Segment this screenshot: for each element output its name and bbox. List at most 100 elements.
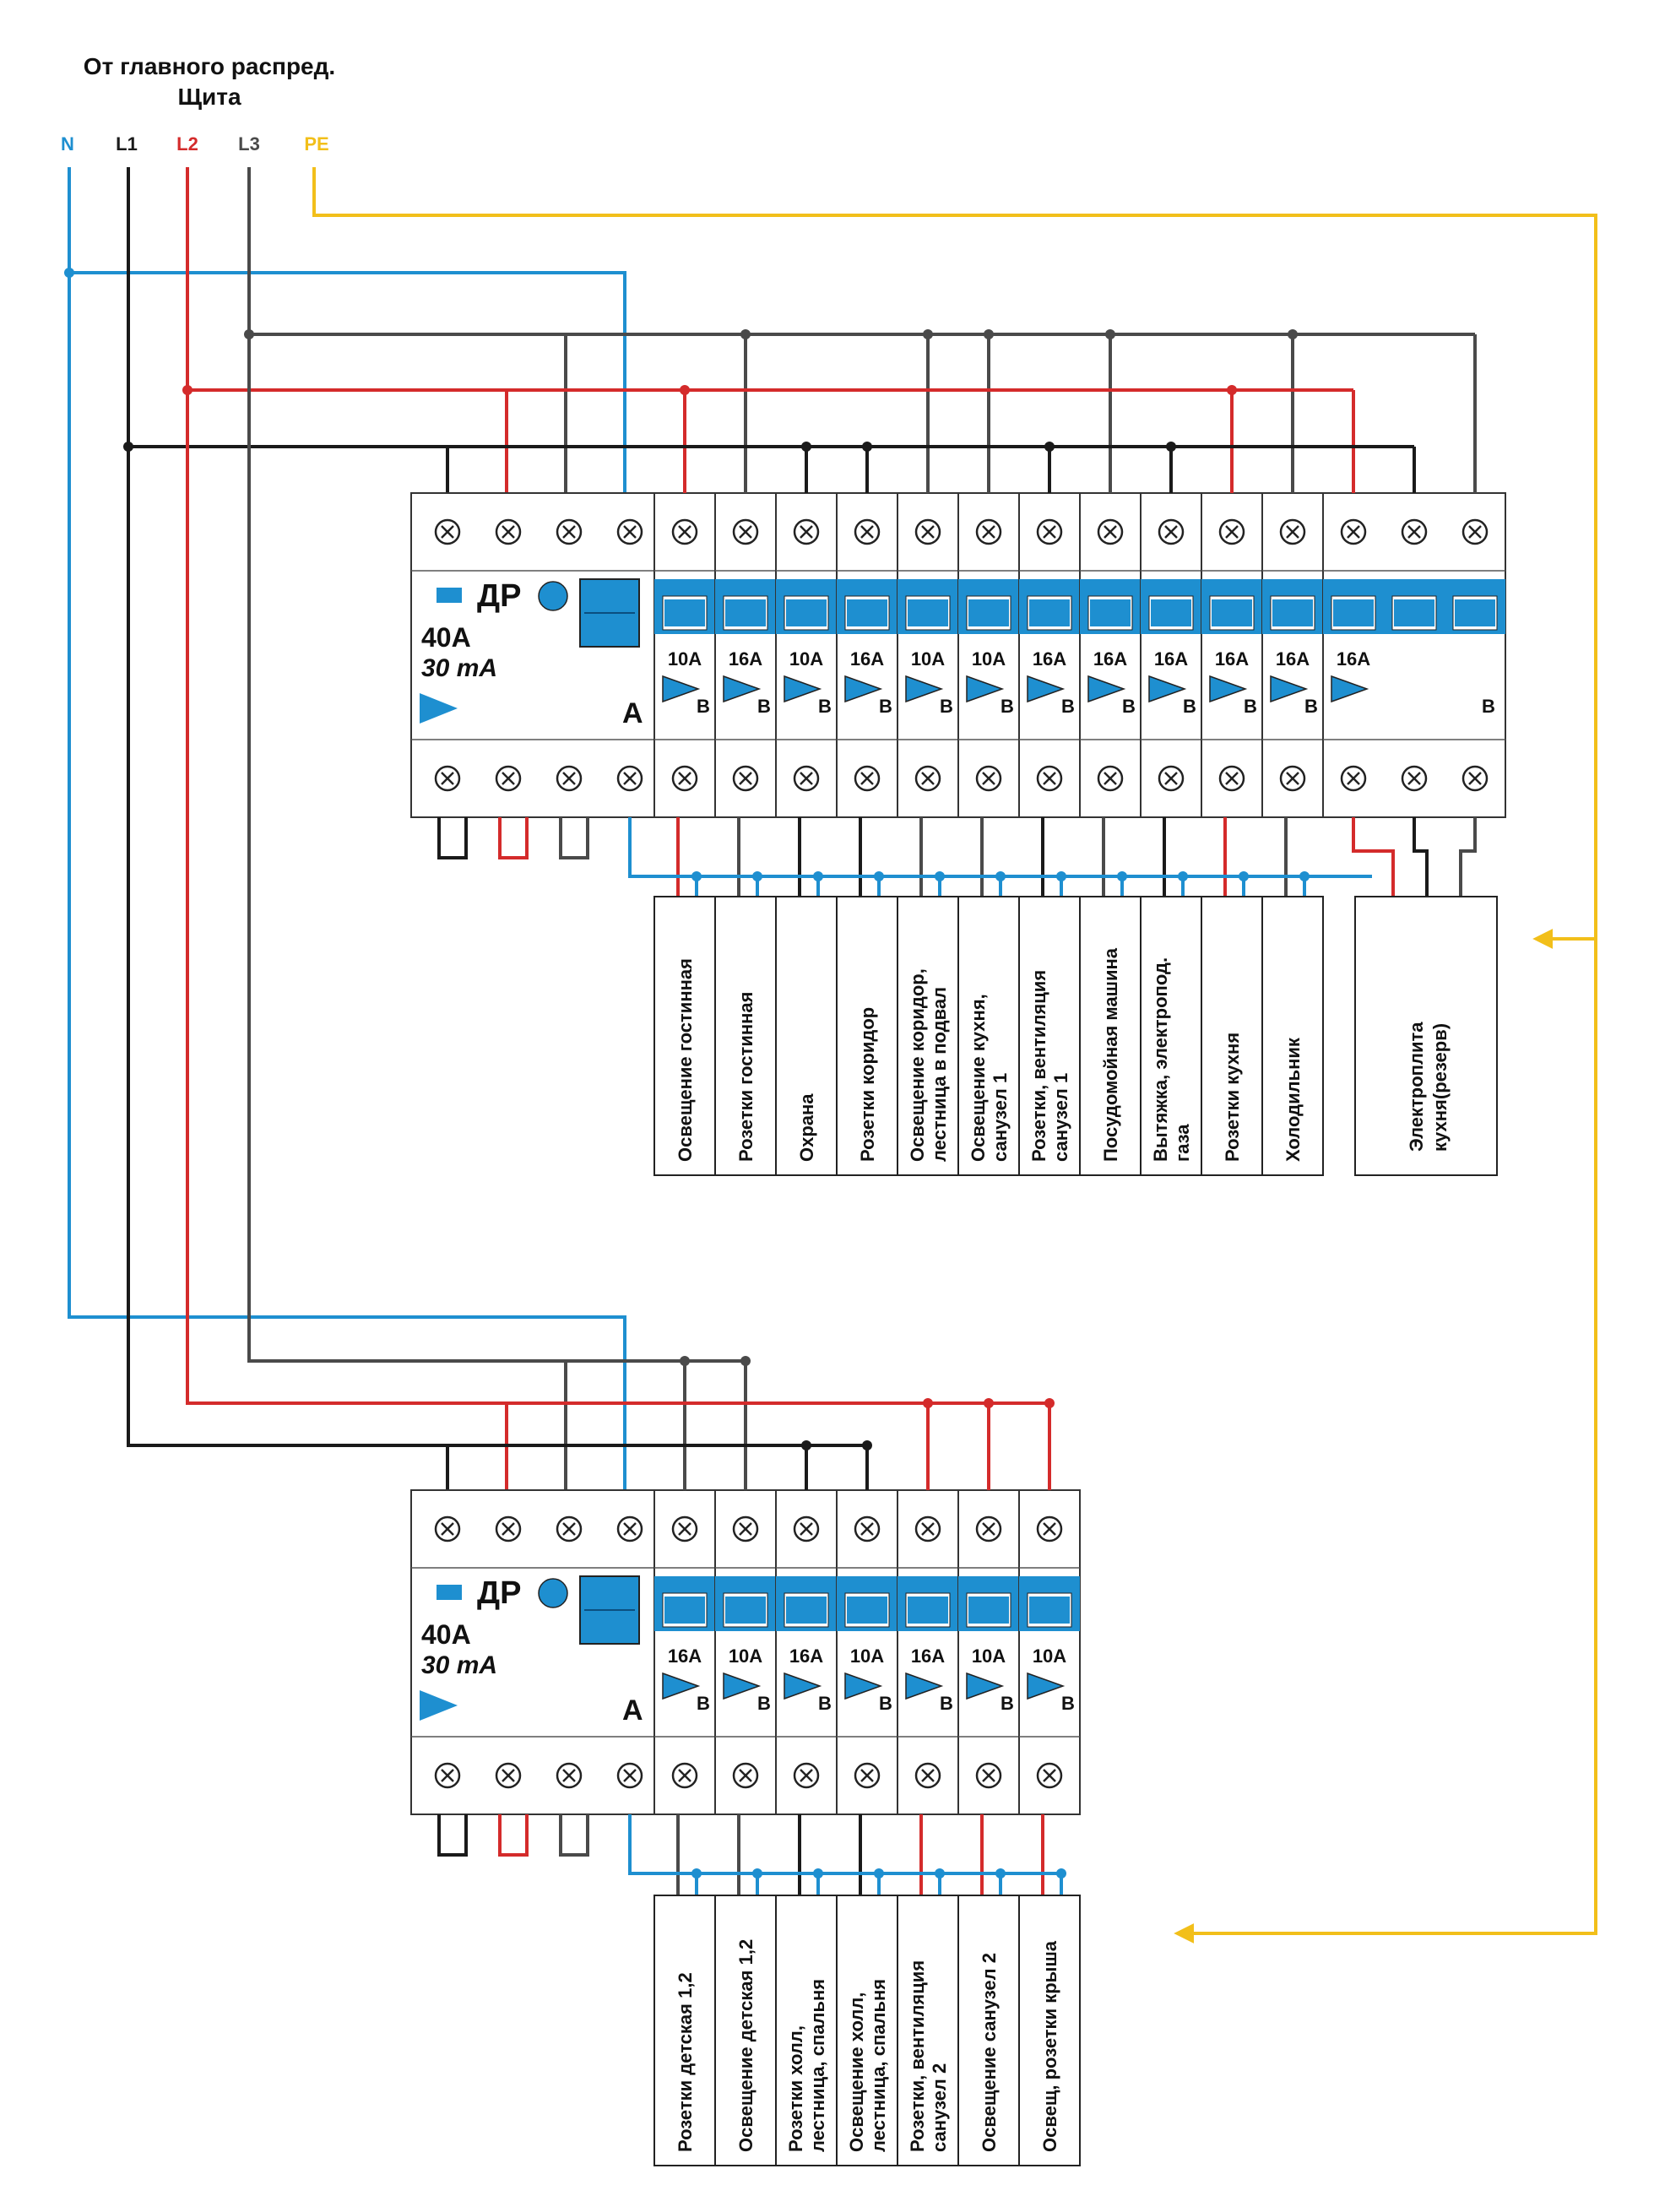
rcd-indicator-icon — [437, 1585, 462, 1600]
circuit-name: Розетки гостинная — [735, 992, 757, 1163]
circuit-name: кухня(резерв) — [1429, 1023, 1451, 1152]
breaker-rating: 10A — [972, 1645, 1006, 1667]
circuit-label: Розетки кухня — [1201, 896, 1263, 1176]
circuit-name: Розетки детская 1,2 — [675, 1972, 696, 2152]
breaker: 10A B — [1018, 1489, 1081, 1815]
wire-n-panel1 — [69, 271, 626, 493]
neutral-rail — [628, 1814, 1061, 1875]
breaker-rating: 10A — [789, 648, 823, 670]
bus-label-pe: PE — [304, 133, 328, 155]
breaker-rating: 16A — [1276, 648, 1310, 670]
circuit-name: Освещение холл, — [846, 1992, 867, 2152]
breaker-curve: B — [1061, 1693, 1075, 1714]
breaker-triangle-icon — [844, 1672, 883, 1700]
circuit-label: Освещение кухня,санузел 1 — [957, 896, 1020, 1176]
breaker-triangle-icon — [905, 1672, 944, 1700]
breaker-rating: 16A — [668, 1645, 702, 1667]
breaker-rating: 10A — [850, 1645, 884, 1667]
breaker-rating: 16A — [1154, 648, 1188, 670]
breaker-curve: B — [1122, 696, 1136, 717]
circuit-label: Охрана — [775, 896, 838, 1176]
breaker-curve: B — [1061, 696, 1075, 717]
breaker-triangle-icon — [784, 1672, 822, 1700]
breaker: 16A B — [1201, 492, 1263, 818]
breaker-curve: B — [1244, 696, 1257, 717]
wire-n-main — [68, 167, 626, 1507]
breaker-rating: 16A — [1215, 648, 1249, 670]
breaker-triangle-icon — [1209, 675, 1248, 703]
circuit-label: Освещение холл,лестница, спальня — [836, 1895, 898, 2166]
breaker-rating: 10A — [911, 648, 945, 670]
rcd-triangle-icon — [420, 1690, 458, 1721]
circuit-name: Розетки, вентиляция — [907, 1960, 928, 2152]
circuit-name: Освещение кухня, — [968, 994, 989, 1162]
circuit-name: газа — [1172, 1124, 1193, 1162]
circuit-label: Вытяжка, электропод.газа — [1140, 896, 1202, 1176]
breaker: 16A B — [1261, 492, 1324, 818]
breaker-triangle-icon — [723, 1672, 762, 1700]
circuit-name: Освещение коридор, — [907, 968, 928, 1162]
breaker-triangle-icon — [1270, 675, 1309, 703]
breaker-rating: 10A — [729, 1645, 762, 1667]
neutral-rail — [628, 817, 1372, 878]
breaker-triangle-icon — [1087, 675, 1126, 703]
breaker-rating: 16A — [1337, 648, 1370, 670]
circuit-name: санузел 1 — [990, 1073, 1011, 1162]
breaker-triangle-icon — [1027, 1672, 1066, 1700]
wire-l2-panel1 — [187, 388, 508, 493]
breaker-rating: 16A — [850, 648, 884, 670]
circuit-name: Холодильник — [1283, 1037, 1304, 1162]
breaker-curve: B — [1001, 1693, 1014, 1714]
bus-label-l2: L2 — [176, 133, 198, 155]
breaker-curve: B — [879, 696, 892, 717]
breaker-triangle-icon — [662, 1672, 701, 1700]
rcd-type: A — [622, 1694, 643, 1727]
breaker: 10A B — [836, 1489, 898, 1815]
circuit-name: Освещение гостинная — [675, 958, 696, 1162]
breaker-triangle-icon — [1148, 675, 1187, 703]
breaker-curve: B — [1304, 696, 1318, 717]
circuit-name: Розетки кухня — [1222, 1033, 1243, 1162]
rcd-sensitivity: 30 mA — [421, 654, 497, 682]
breaker-curve: B — [757, 1693, 771, 1714]
circuit-name: Освещ, розетки крыша — [1039, 1940, 1060, 2152]
wire-l1-panel1 — [128, 445, 449, 493]
breaker-curve: B — [879, 1693, 892, 1714]
breaker-curve: B — [818, 1693, 832, 1714]
breaker-rating: 10A — [1033, 1645, 1066, 1667]
circuit-label: Розетки детская 1,2 — [653, 1895, 716, 2166]
circuit-label: Освещение гостинная — [653, 896, 716, 1176]
rcd-indicator-icon — [437, 588, 462, 603]
breaker: 10A B — [957, 1489, 1020, 1815]
circuit-name: санузел 1 — [1050, 1073, 1071, 1162]
wire-l2-main — [186, 167, 508, 1490]
circuit-name: Вытяжка, электропод. — [1150, 957, 1171, 1162]
wire-l1-main — [127, 167, 449, 1490]
breaker-rating: 10A — [668, 648, 702, 670]
breaker-rating: 16A — [1033, 648, 1066, 670]
circuit-label: Освещение санузел 2 — [957, 1895, 1020, 2166]
circuit-label: Освещение детская 1,2 — [714, 1895, 777, 2166]
breaker-triangle-icon — [723, 675, 762, 703]
bus-junctions — [64, 268, 254, 452]
rcd-sensitivity: 30 mA — [421, 1651, 497, 1679]
circuit-name: Посудомойная машина — [1100, 947, 1121, 1162]
breaker-curve: B — [940, 1693, 953, 1714]
rcd-type: A — [622, 697, 643, 729]
rcd-triangle-icon — [420, 693, 458, 724]
breaker-curve: B — [697, 696, 710, 717]
circuit-name: Освещение детская 1,2 — [735, 1939, 757, 2152]
breaker-triangle-icon — [1027, 675, 1066, 703]
